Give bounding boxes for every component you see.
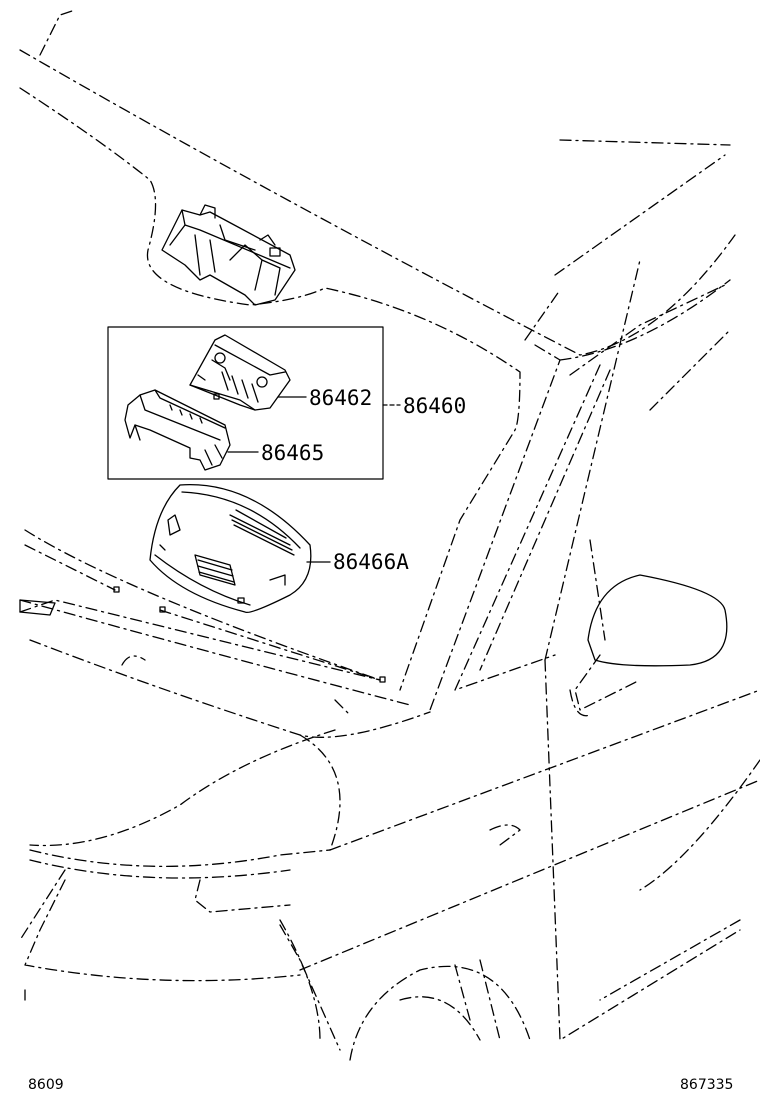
footer-right-code: 867335 (680, 1077, 734, 1093)
camera-bracket-part (189, 334, 291, 411)
part-number-86465: 86465 (261, 441, 325, 465)
camera-cover-part (149, 483, 312, 614)
roof-outline (19, 9, 736, 691)
cowl-area (19, 529, 431, 738)
roof-bracket (161, 204, 296, 306)
part-number-86466a: 86466A (333, 550, 409, 574)
assembly-box (107, 326, 384, 480)
footer-left-code: 8609 (28, 1077, 64, 1093)
part-number-86462: 86462 (309, 386, 373, 410)
hood-body (19, 659, 760, 1061)
camera-holder-part (124, 389, 231, 471)
side-mirror (569, 574, 728, 717)
a-pillar (429, 259, 731, 711)
wiper-clips (19, 586, 386, 683)
part-number-86460: 86460 (403, 394, 467, 418)
